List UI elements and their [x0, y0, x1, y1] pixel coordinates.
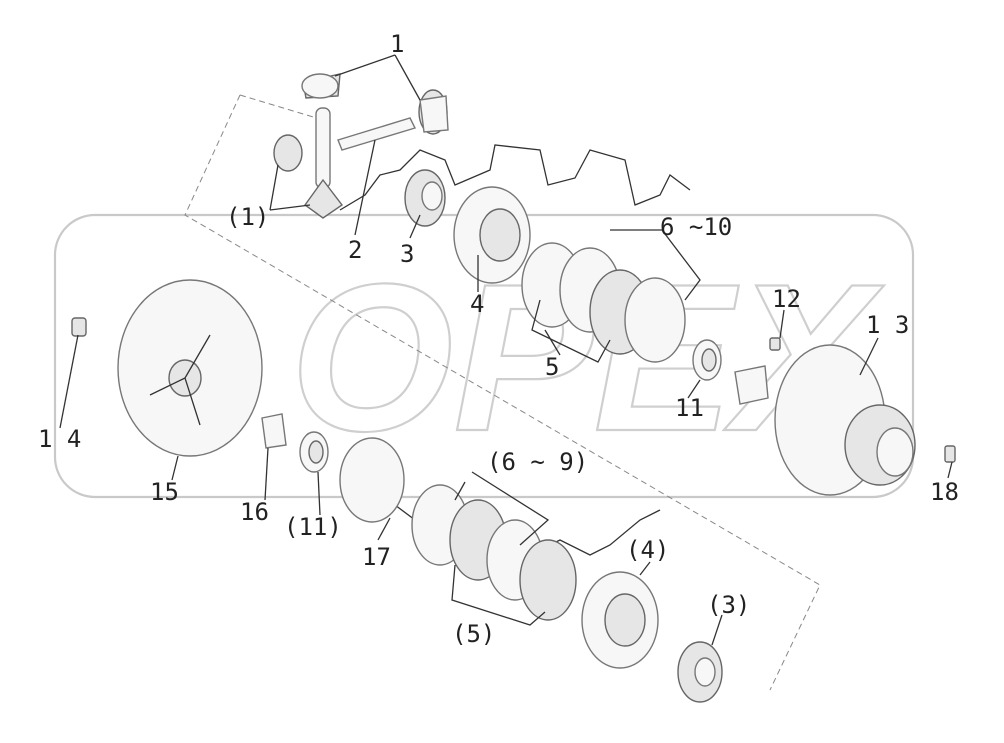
- thrust-ring-upper: [453, 186, 531, 284]
- label-13: 1 3: [866, 311, 909, 339]
- bolt-18: [944, 445, 956, 463]
- bolt-14: [71, 317, 87, 337]
- shim-plate: [734, 365, 769, 405]
- label-6-10: 6 ~10: [660, 213, 732, 241]
- label-2: 2: [348, 236, 362, 264]
- label-11: 11: [675, 394, 704, 422]
- label-4: 4: [470, 290, 484, 318]
- label-5: 5: [545, 353, 559, 381]
- label-5-paren: (5): [452, 620, 495, 648]
- label-3-paren: (3): [707, 591, 750, 619]
- label-4-paren: (4): [626, 536, 669, 564]
- side-gear-upper: [404, 169, 446, 227]
- clutch-disc-stack-upper: [521, 242, 686, 363]
- pinion-gear-upper-left: [301, 73, 341, 99]
- clutch-disc-stack-lower: [411, 484, 577, 621]
- side-gear-lower: [677, 641, 723, 703]
- differential-case-left: [117, 279, 263, 457]
- label-16: 16: [240, 498, 269, 526]
- label-17: 17: [362, 543, 391, 571]
- pinion-gear-lower-left: [273, 134, 303, 172]
- leader-lines: [59, 54, 953, 646]
- differential-case-right: [774, 344, 916, 496]
- label-11-paren: (11): [284, 513, 342, 541]
- assembly-guide-lines: [184, 94, 821, 691]
- washer-lower: [299, 431, 329, 473]
- plate-17: [339, 437, 405, 523]
- housing-outline: [339, 144, 691, 211]
- shim-16: [261, 413, 287, 449]
- pinion-gear-upper-right: [418, 89, 449, 135]
- thrust-ring-lower: [581, 571, 659, 669]
- label-6-9-paren: (6 ~ 9): [487, 448, 588, 476]
- label-1: 1: [390, 30, 404, 58]
- cross-shaft: [315, 107, 416, 189]
- label-3: 3: [400, 240, 414, 268]
- label-15: 15: [150, 478, 179, 506]
- pin-12: [769, 337, 781, 351]
- label-12: 12: [772, 285, 801, 313]
- label-1-paren: (1): [226, 203, 269, 231]
- label-18: 18: [930, 478, 959, 506]
- label-14: 1 4: [38, 425, 81, 453]
- washer-upper: [692, 339, 722, 381]
- callout-labels: 1 (1) 2 3 4 5 6 ~10 11 12 1 3 1 4 15 16 …: [38, 30, 959, 648]
- pinion-gear-lower: [304, 178, 344, 219]
